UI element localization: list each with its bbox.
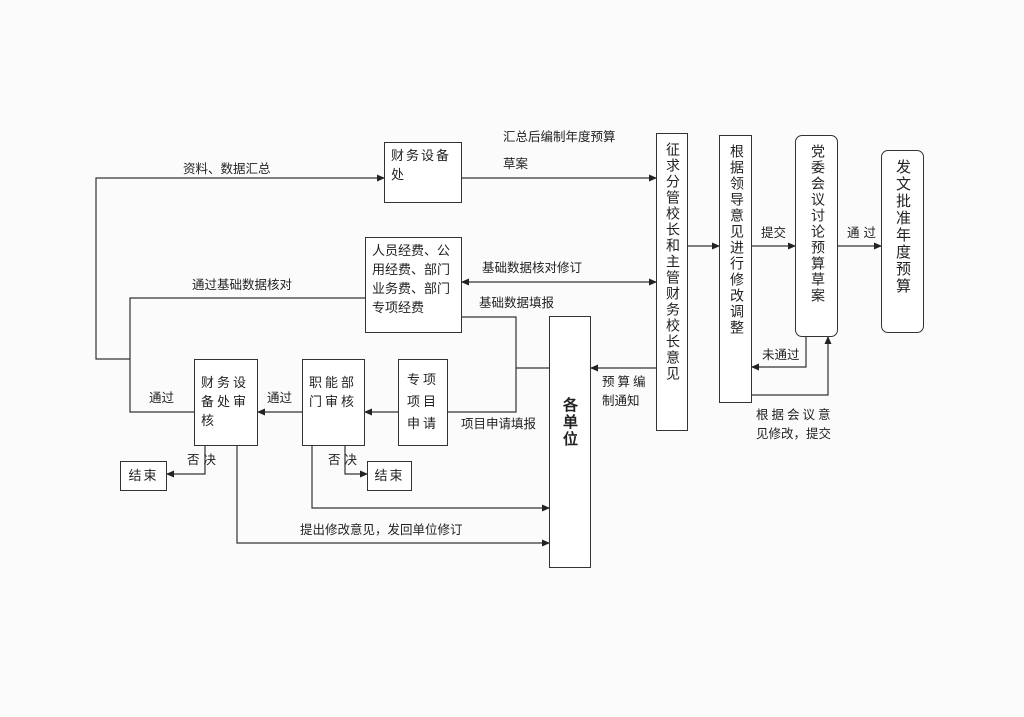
line-basic-fill — [448, 316, 517, 413]
label-meeting-revise-2: 见修改，提交 — [756, 426, 832, 441]
func-review-box: 职能部门审核 — [302, 359, 365, 446]
line-pass-basic-check — [129, 297, 365, 413]
label-meeting-revise-1: 根据会议意 — [756, 407, 834, 422]
end-box-2: 结束 — [367, 461, 412, 491]
arrow-func-to-units — [311, 446, 550, 512]
label-compile-2: 草案 — [503, 156, 529, 171]
label-return-revise: 提出修改意见，发回单位修订 — [300, 522, 463, 537]
label-submit: 提交 — [761, 225, 787, 240]
units-box: 各单位 — [549, 316, 591, 568]
arrow-reject-2 — [344, 446, 368, 478]
label-compile-1: 汇总后编制年度预算 — [503, 129, 616, 144]
arrow-reject-1 — [166, 446, 206, 478]
consult-box: 征求分管校长和主管财务校长意见 — [656, 133, 688, 431]
arrow-resubmit — [752, 336, 832, 396]
label-pass-2: 通过 — [267, 390, 293, 405]
special-apply-box: 专项项目申请 — [398, 359, 448, 446]
label-notice-1: 预算编 — [602, 374, 649, 389]
arrow-data-summary — [95, 174, 385, 360]
arrow-not-pass — [751, 337, 807, 371]
label-pass-1: 通过 — [149, 390, 175, 405]
label-not-pass: 未通过 — [762, 347, 800, 362]
issue-budget-box: 发文批准年度预算 — [881, 150, 924, 333]
arrow-return-revise — [236, 446, 550, 547]
end-box-1: 结束 — [120, 461, 167, 491]
finance-dept-box: 财务设备处 — [384, 142, 462, 203]
funds-box: 人员经费、公用经费、部门业务费、部门专项经费 — [365, 237, 462, 333]
label-reject-1: 否 决 — [187, 452, 216, 467]
finance-review-box: 财务设备处审核 — [194, 359, 258, 446]
label-pass-basic-check: 通过基础数据核对 — [192, 277, 293, 292]
label-basic-check-revise: 基础数据核对修订 — [482, 260, 583, 275]
label-project-fill: 项目申请填报 — [461, 416, 537, 431]
revise-box: 根据领导意见进行修改调整 — [719, 135, 752, 403]
label-pass-3: 通 过 — [847, 225, 876, 240]
party-meeting-box: 党委会议讨论预算草案 — [795, 135, 838, 337]
label-reject-2: 否 决 — [328, 452, 357, 467]
label-data-summary: 资料、数据汇总 — [183, 161, 271, 176]
label-notice-2: 制通知 — [602, 393, 640, 408]
label-basic-fill: 基础数据填报 — [479, 295, 555, 310]
